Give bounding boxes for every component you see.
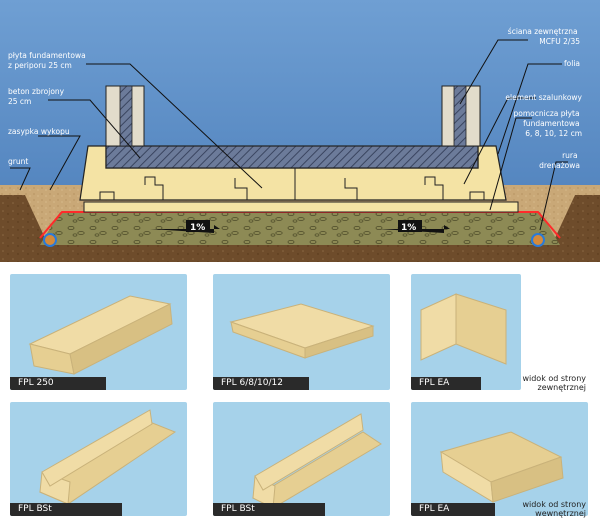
label-sciana-zewnetrzna: ściana zewnętrzna MCFU 2/35 — [508, 27, 580, 46]
corner-channel-icon — [439, 431, 564, 503]
product-caption: FPL EA — [411, 377, 481, 390]
foundation-cross-section-diagram: 1% 1% płyta fundamentowa z periporu 25 c… — [0, 0, 600, 262]
drain-pipe-left — [43, 233, 57, 247]
product-photo-fpl-ea-inner: FPL EA — [411, 402, 588, 516]
product-photo-fpl-bst-2: FPL BSt — [213, 402, 390, 516]
slope-left-label: 1% — [190, 223, 205, 233]
drain-pipe-right — [531, 233, 545, 247]
wall-right — [441, 85, 481, 147]
label-zasypka-wykopu: zasypka wykopu — [8, 127, 70, 136]
label-rura-drenazowa: rura drenażowa — [539, 151, 580, 170]
foam-plate-icon — [229, 303, 375, 359]
note-line: widok od strony — [522, 374, 586, 383]
product-caption: FPL BSt — [10, 503, 122, 516]
corner-block-icon — [420, 293, 507, 365]
product-photo-fpl-250: FPL 250 — [10, 274, 187, 390]
slope-indicator-left: 1% — [150, 220, 220, 233]
gravel-bed — [40, 212, 560, 245]
product-caption: FPL BSt — [213, 503, 325, 516]
slope-indicator-right: 1% — [380, 220, 450, 233]
product-note-inner: widok od strony wewnętrznej — [496, 500, 586, 518]
wall-left — [105, 85, 145, 147]
label-plyta-fundamentowa: płyta fundamentowa z periporu 25 cm — [8, 51, 88, 70]
formwork-joints — [99, 168, 485, 200]
product-caption: FPL 250 — [10, 377, 106, 390]
product-caption: FPL 6/8/10/12 — [213, 377, 309, 390]
label-element-szalunkowy: element szalunkowy — [505, 93, 582, 102]
channel-block-icon — [251, 413, 382, 509]
channel-block-icon — [38, 409, 177, 505]
label-beton-zbrojony: beton zbrojony 25 cm — [8, 87, 67, 106]
label-folia: folia — [564, 59, 580, 68]
label-pomocnicza-plyta: pomocnicza płyta fundamentowa 6, 8, 10, … — [513, 109, 582, 138]
product-photo-fpl-bst-1: FPL BSt — [10, 402, 187, 516]
label-grunt: grunt — [8, 157, 28, 166]
product-photo-fpl-6-8-10-12: FPL 6/8/10/12 — [213, 274, 390, 390]
product-caption: FPL EA — [411, 503, 495, 516]
foam-block-icon — [28, 295, 173, 375]
note-line: wewnętrznej — [535, 509, 586, 518]
note-line: zewnętrznej — [537, 383, 587, 392]
leader-lines — [10, 39, 568, 231]
slope-right-label: 1% — [401, 223, 416, 233]
concrete-slab — [105, 145, 479, 169]
product-photo-fpl-ea-outer: FPL EA — [411, 274, 521, 390]
product-note-outer: widok od strony zewnętrznej — [498, 374, 586, 392]
auxiliary-plate — [83, 201, 519, 213]
note-line: widok od strony — [522, 500, 586, 509]
